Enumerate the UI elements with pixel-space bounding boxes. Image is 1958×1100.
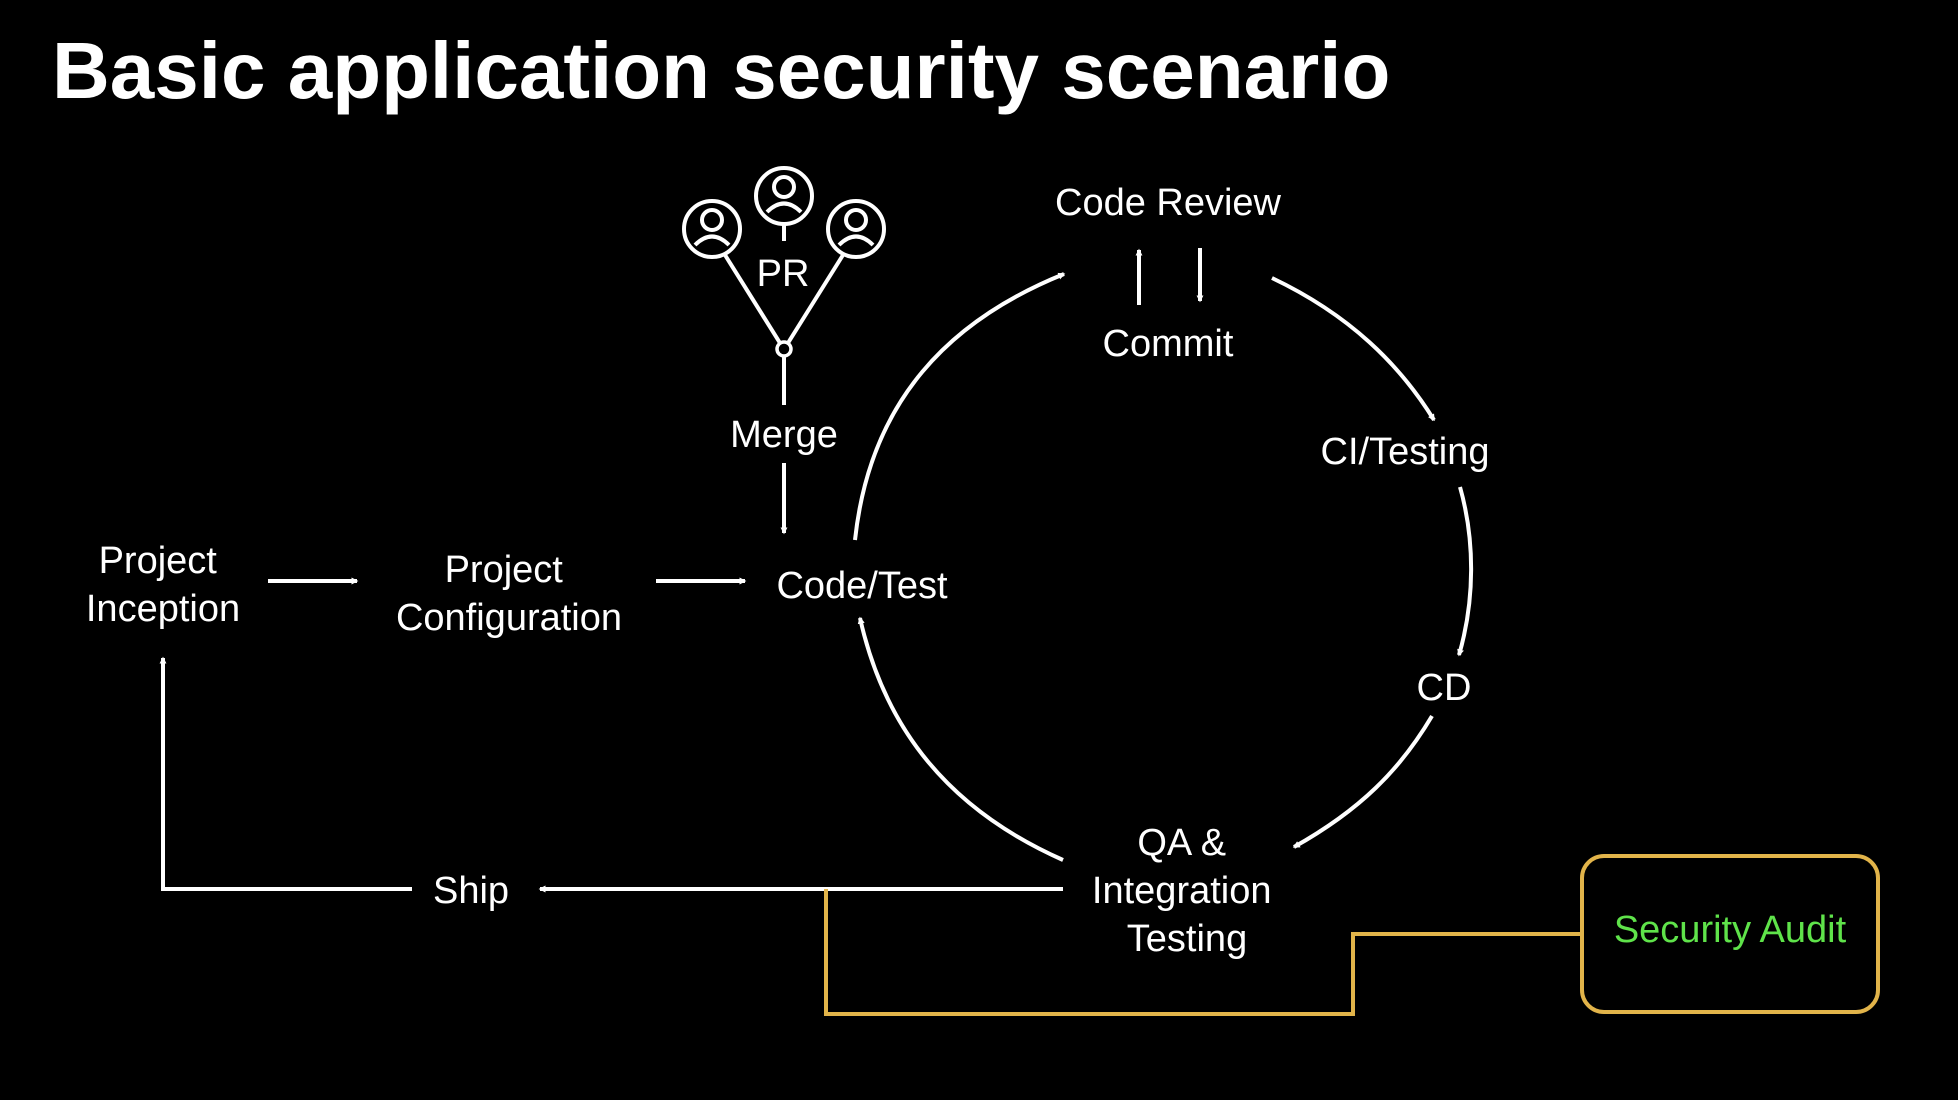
ci-testing-label: CI/Testing [1321,431,1490,473]
reviewer-left-icon [682,199,742,259]
reviewer-center-icon [754,166,814,226]
arrow-ship-to-inception [159,656,412,891]
code-review-label: Code Review [1055,182,1282,224]
pr-label: PR [757,253,810,295]
code-test-label: Code/Test [776,565,948,607]
arc-cd-to-qa [1292,714,1434,849]
cd-label: CD [1417,667,1472,709]
project-inception-label: Project Inception [86,540,240,630]
commit-label: Commit [1103,323,1234,365]
security-audit-label: Security Audit [1614,909,1847,951]
security-audit-box [1580,854,1880,1014]
merge-node [775,340,793,358]
pr-line-left [723,253,782,345]
merge-label: Merge [730,414,838,456]
page-title: Basic application security scenario [52,26,1390,115]
pr-line-right [786,253,845,345]
reviewer-right-icon [826,199,886,259]
arc-ci-to-cd [1457,486,1474,657]
arc-review-to-ci [1271,276,1436,422]
arc-qa-to-code-test [857,616,1064,862]
project-configuration-label: Project Configuration [396,549,622,639]
qa-integration-testing-label: QA & Integration Testing [1092,822,1282,960]
ship-label: Ship [433,870,509,912]
pr-reviewers [682,166,886,405]
security-audit-connector [824,889,1582,1016]
arc-code-test-to-review [853,272,1066,541]
